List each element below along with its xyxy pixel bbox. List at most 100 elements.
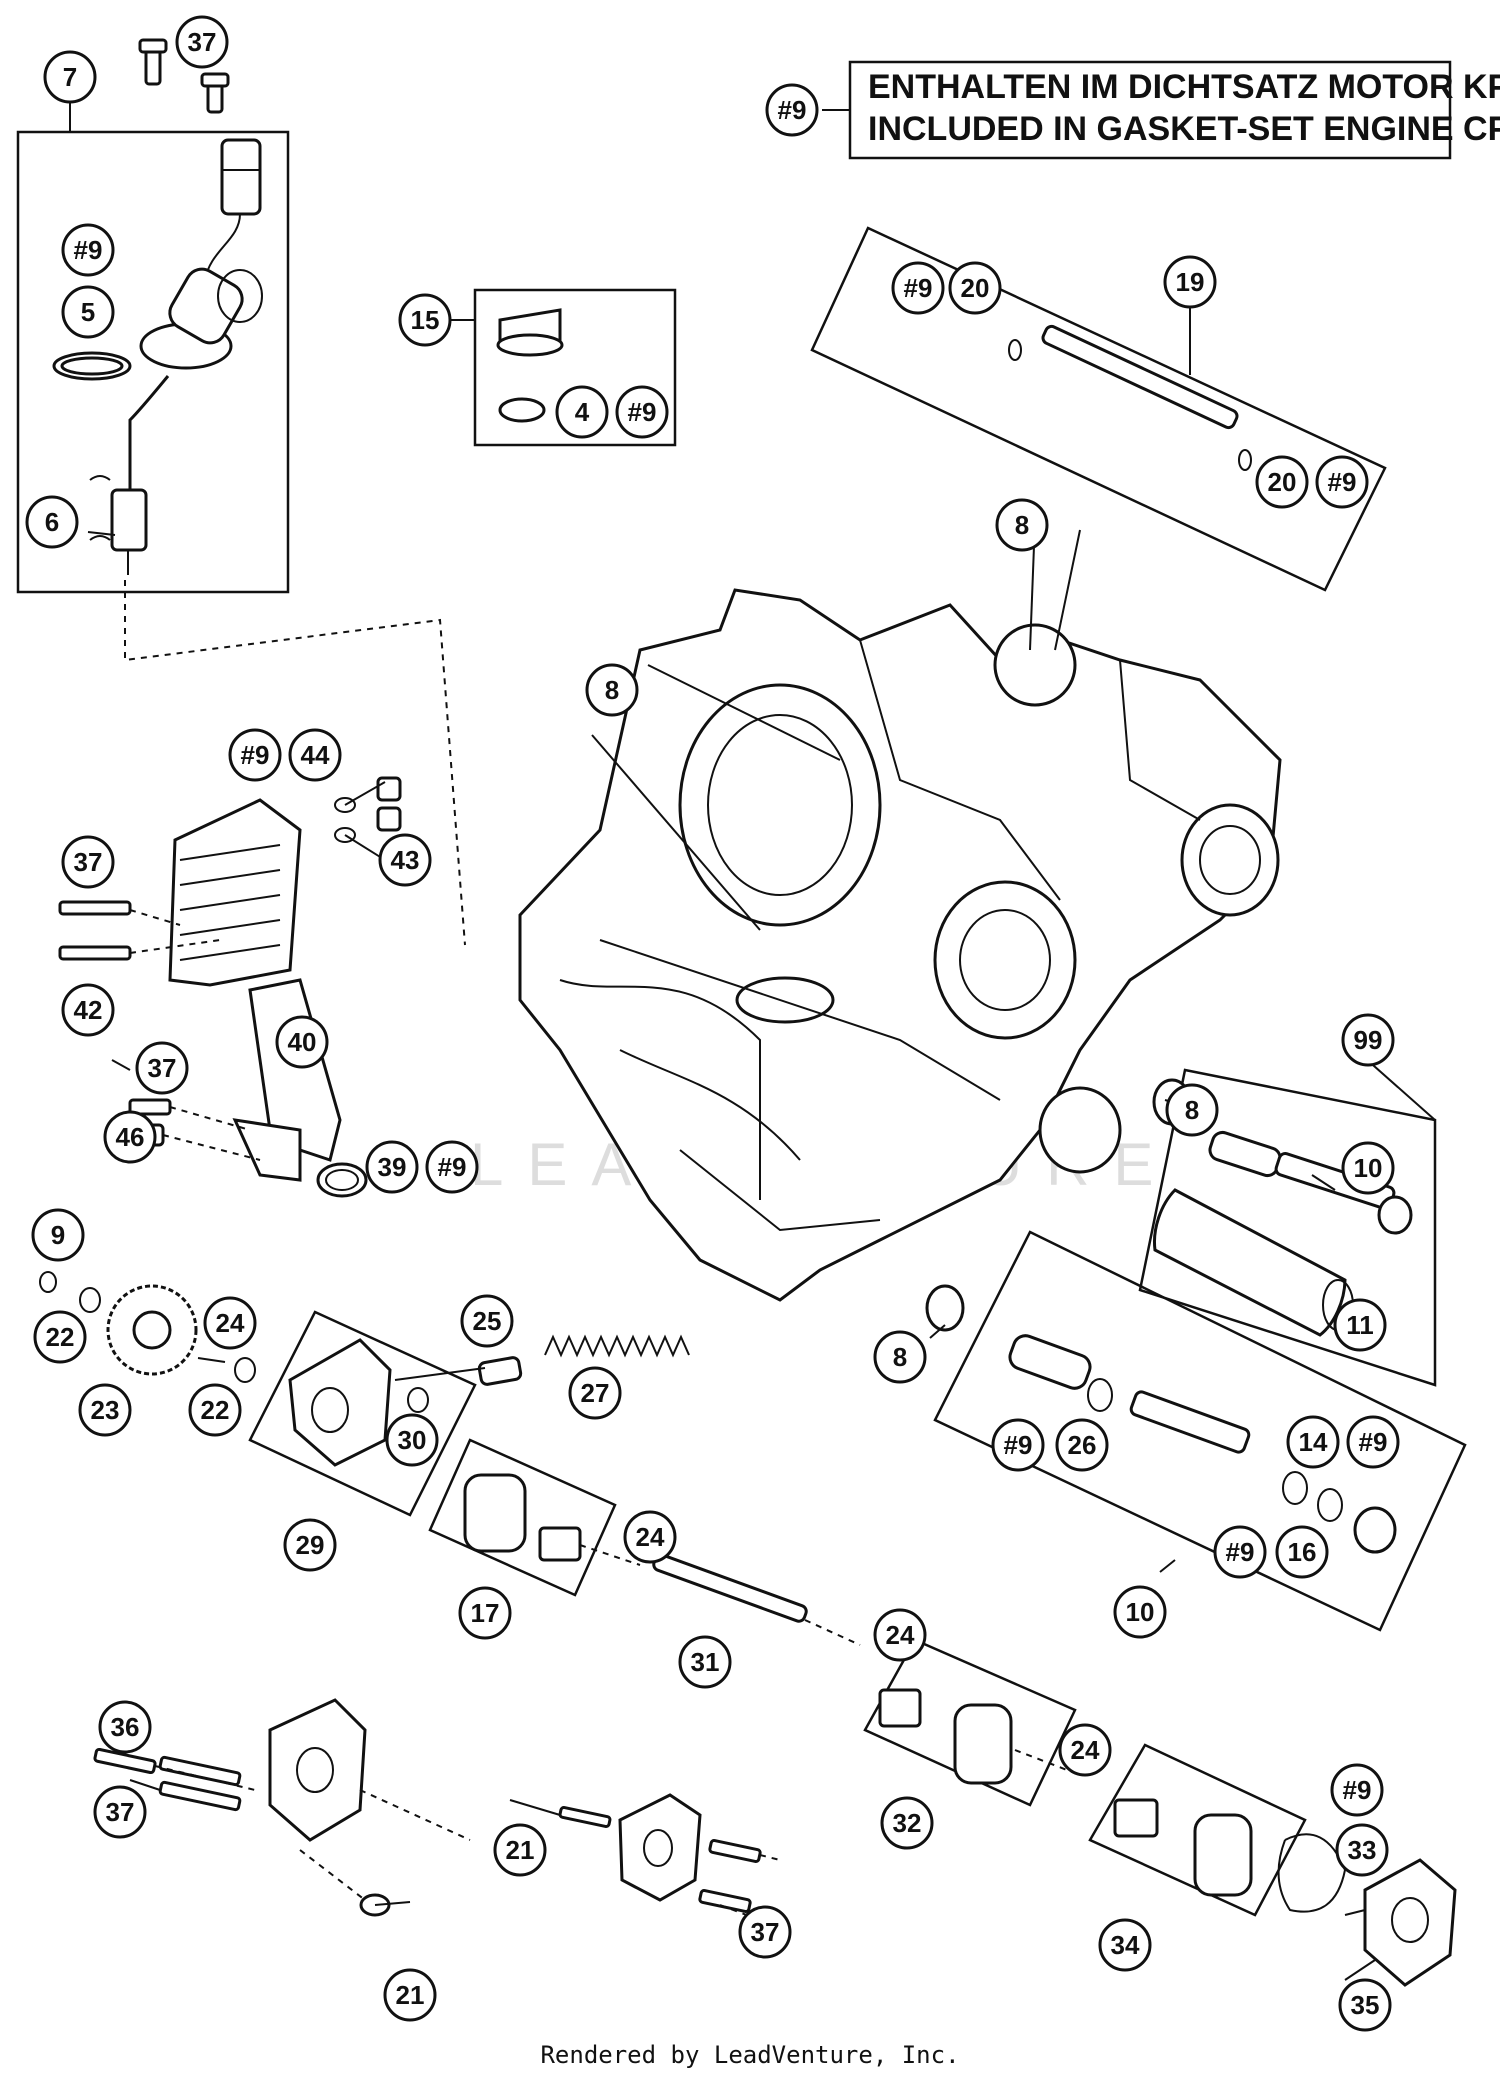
callout-31: 31	[678, 1635, 732, 1689]
callout-ref-9: #9	[1315, 455, 1369, 509]
callout-ref-9: #9	[1213, 1525, 1267, 1579]
svg-text:#9: #9	[438, 1152, 467, 1182]
callout-27: 27	[568, 1366, 622, 1420]
svg-text:19: 19	[1176, 267, 1205, 297]
callout-15: 15	[398, 293, 452, 347]
svg-text:10: 10	[1126, 1597, 1155, 1627]
svg-text:#9: #9	[1328, 467, 1357, 497]
callout-10: 10	[1113, 1585, 1167, 1639]
svg-text:44: 44	[301, 740, 330, 770]
svg-text:37: 37	[751, 1917, 780, 1947]
svg-text:#9: #9	[241, 740, 270, 770]
svg-text:99: 99	[1354, 1025, 1383, 1055]
svg-text:20: 20	[1268, 467, 1297, 497]
callout-30: 30	[385, 1413, 439, 1467]
callout-24: 24	[203, 1296, 257, 1350]
gasket-set-note: ENTHALTEN IM DICHTSATZ MOTOR KPL. INCLUD…	[822, 60, 1500, 160]
svg-text:8: 8	[605, 675, 619, 705]
callout-ref-9: #9	[891, 261, 945, 315]
group-box-26	[248, 1310, 477, 1517]
oil-cooler	[168, 798, 368, 1198]
callout-11: 11	[1333, 1298, 1387, 1352]
callout-35: 35	[1338, 1978, 1392, 2032]
svg-text:35: 35	[1351, 1990, 1380, 2020]
svg-text:5: 5	[81, 297, 95, 327]
callout-8: 8	[873, 1330, 927, 1384]
callout-10: 10	[1341, 1141, 1395, 1195]
callout-44: 44	[288, 728, 342, 782]
callout-ref-9: #9	[1346, 1415, 1400, 1469]
callout-39: 39	[365, 1140, 419, 1194]
svg-text:27: 27	[581, 1378, 610, 1408]
callout-26: 26	[1055, 1418, 1109, 1472]
callout-ref-9: #9	[615, 385, 669, 439]
svg-text:24: 24	[886, 1620, 915, 1650]
svg-text:16: 16	[1288, 1537, 1317, 1567]
svg-text:6: 6	[45, 507, 59, 537]
callout-ref-9: #9	[61, 223, 115, 277]
callout-8: 8	[995, 498, 1049, 552]
svg-text:43: 43	[391, 845, 420, 875]
svg-text:37: 37	[106, 1797, 135, 1827]
callout-9: 9	[31, 1208, 85, 1262]
svg-text:23: 23	[91, 1395, 120, 1425]
svg-text:8: 8	[1015, 510, 1029, 540]
svg-text:24: 24	[216, 1308, 245, 1338]
group-box-99	[1138, 1068, 1437, 1387]
callout-16: 16	[1275, 1525, 1329, 1579]
callout-21: 21	[383, 1968, 437, 2022]
svg-text:30: 30	[398, 1425, 427, 1455]
svg-text:#9: #9	[1226, 1537, 1255, 1567]
svg-text:22: 22	[201, 1395, 230, 1425]
svg-text:8: 8	[893, 1342, 907, 1372]
svg-text:17: 17	[471, 1598, 500, 1628]
callout-29: 29	[283, 1518, 337, 1572]
callout-46: 46	[103, 1110, 157, 1164]
callout-40: 40	[275, 1015, 329, 1069]
svg-text:#9: #9	[904, 273, 933, 303]
svg-text:24: 24	[1071, 1735, 1100, 1765]
callout-23: 23	[78, 1383, 132, 1437]
svg-text:#9: #9	[1004, 1430, 1033, 1460]
svg-text:37: 37	[148, 1053, 177, 1083]
svg-text:15: 15	[411, 305, 440, 335]
svg-text:20: 20	[961, 273, 990, 303]
crankcase	[518, 588, 1282, 1302]
callout-ref-9: #9	[228, 728, 282, 782]
svg-text:#9: #9	[1343, 1775, 1372, 1805]
callout-22: 22	[188, 1383, 242, 1437]
svg-text:7: 7	[63, 62, 77, 92]
svg-text:#9: #9	[778, 95, 807, 125]
callout-43: 43	[378, 833, 432, 887]
svg-text:25: 25	[473, 1306, 502, 1336]
callout-8: 8	[1165, 1083, 1219, 1137]
callout-14: 14	[1286, 1415, 1340, 1469]
svg-text:22: 22	[46, 1322, 75, 1352]
callout-19: 19	[1163, 255, 1217, 309]
svg-text:37: 37	[188, 27, 217, 57]
group-box-19	[810, 226, 1387, 592]
callout-20: 20	[1255, 455, 1309, 509]
svg-text:9: 9	[51, 1220, 65, 1250]
svg-text:37: 37	[74, 847, 103, 877]
svg-text:8: 8	[1185, 1095, 1199, 1125]
svg-text:42: 42	[74, 995, 103, 1025]
svg-text:26: 26	[1068, 1430, 1097, 1460]
callout-24: 24	[1058, 1723, 1112, 1777]
callout-42: 42	[61, 983, 115, 1037]
callout-20: 20	[948, 261, 1002, 315]
group-box-31	[428, 1438, 617, 1597]
callout-4: 4	[555, 385, 609, 439]
callout-17: 17	[458, 1586, 512, 1640]
callout-25: 25	[460, 1294, 514, 1348]
callout-37: 37	[738, 1905, 792, 1959]
svg-text:31: 31	[691, 1647, 720, 1677]
callout-ref-9: #9	[1330, 1763, 1384, 1817]
svg-text:11: 11	[1346, 1310, 1374, 1340]
svg-text:40: 40	[288, 1027, 317, 1057]
callout-7: 7	[43, 50, 97, 104]
group-box-10-lower	[933, 1230, 1467, 1632]
callout-34: 34	[1098, 1918, 1152, 1972]
group-box-34	[1088, 1743, 1307, 1917]
